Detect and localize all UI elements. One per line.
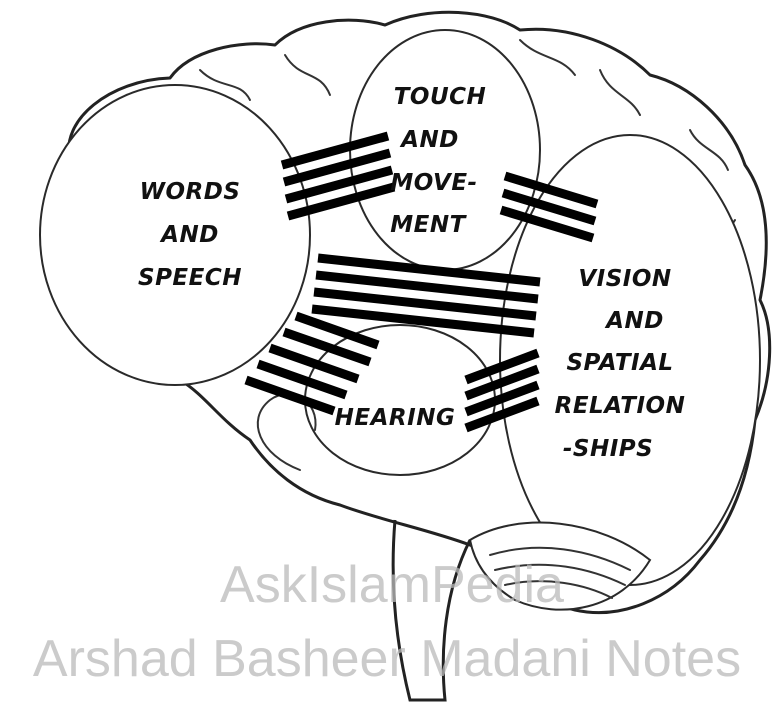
label-ships: -SHIPS [563,436,653,462]
brain-fold [520,40,575,75]
label-speech: SPEECH [138,265,242,291]
label-and: AND [159,222,219,248]
label-ment: MENT [390,212,467,238]
brain-fold [690,130,728,170]
watermark-line-2: Arshad Basheer Madani Notes [33,630,741,688]
label-relation: RELATION [555,393,686,419]
label-words: WORDS [140,179,241,205]
label-and: AND [604,308,664,334]
brain-fold [600,70,640,115]
label-and: AND [399,127,459,153]
label-spatial: SPATIAL [566,350,673,376]
label-move: MOVE- [390,170,477,196]
label-vision: VISION [578,266,671,292]
label-touch: TOUCH [394,84,487,110]
brain-fold [285,55,330,95]
watermark-line-1: AskIslamPedia [220,556,564,614]
label-hearing: HEARING [335,405,456,431]
